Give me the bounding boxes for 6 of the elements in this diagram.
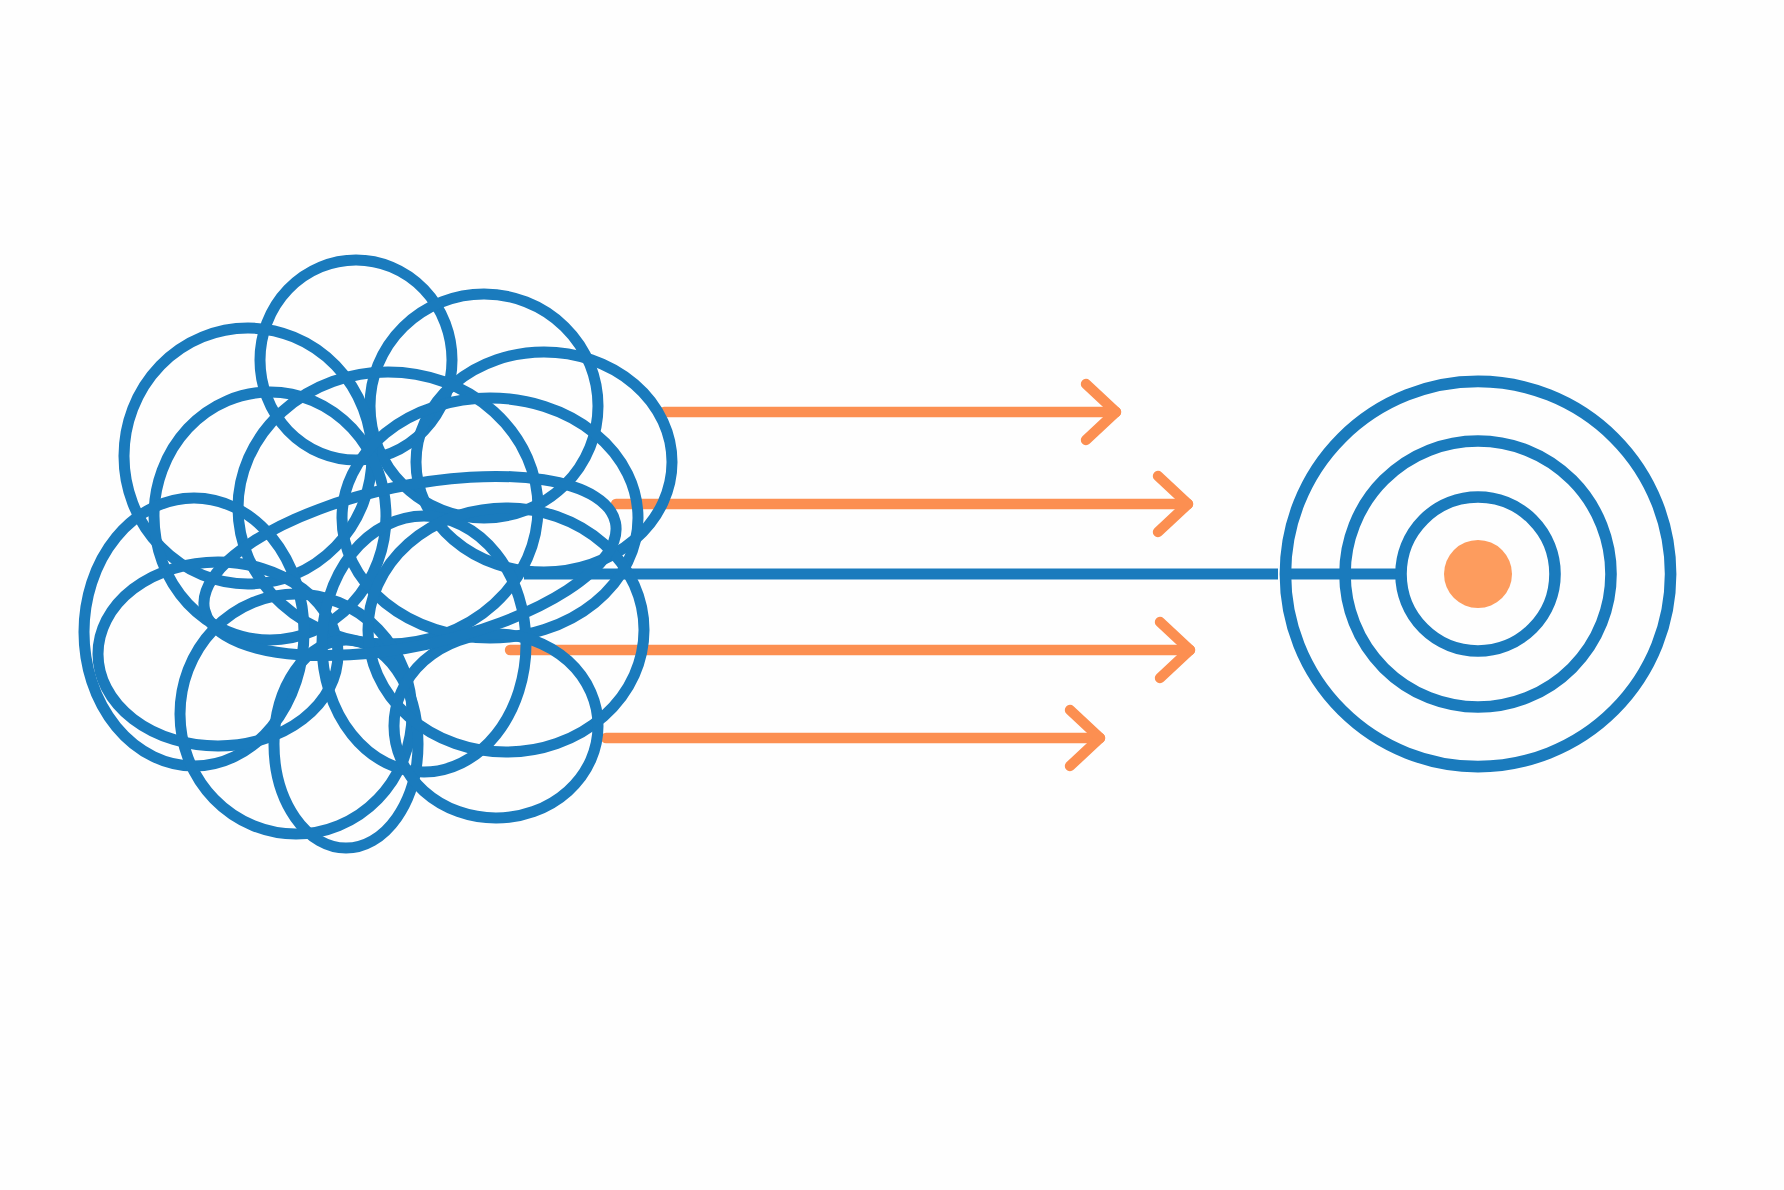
arrow — [504, 616, 1196, 684]
arrow — [658, 378, 1122, 446]
connector-line — [524, 568, 1278, 580]
arrow — [610, 470, 1194, 538]
arrow — [600, 704, 1106, 772]
bullseye-target — [1278, 374, 1678, 774]
